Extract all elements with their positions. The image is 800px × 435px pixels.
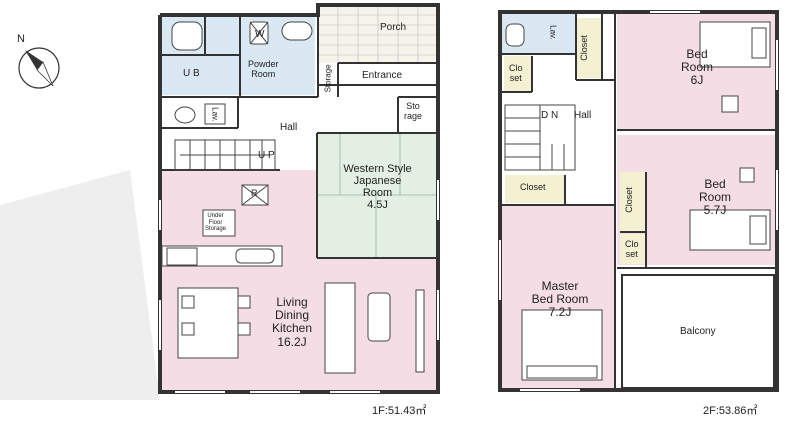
floor2-inner-walls	[502, 14, 777, 390]
floor2-plan	[498, 10, 779, 392]
up-label: U P	[258, 150, 275, 161]
floor2-windows	[499, 11, 778, 391]
closet-small-2-fill	[620, 234, 646, 264]
floor1-stairs	[174, 139, 276, 171]
closet-small-1-fill	[504, 56, 532, 92]
storage-vertical-label: Storage	[323, 64, 333, 93]
kitchen-floor	[162, 170, 317, 258]
ldk-label: Living Dining Kitchen 16.2J	[271, 295, 313, 349]
floor1-plan	[158, 3, 440, 394]
closet-top-label: Closet	[578, 35, 589, 61]
dn-label: D N	[541, 110, 559, 121]
porch-label: Porch	[380, 22, 407, 33]
closet-mid-fill	[505, 175, 565, 203]
tatami-grid	[317, 133, 436, 258]
balcony-label: Balcony	[680, 326, 716, 337]
compass-label: N	[17, 33, 25, 45]
floor1-hall-label: Hall	[280, 122, 298, 133]
closet-small-2-label: Clo set	[625, 239, 639, 259]
storage-label: Sto rage	[404, 101, 423, 121]
closet-vertical-fill	[620, 172, 646, 232]
floor2-furniture	[505, 21, 771, 381]
powder-room-label: Powder Room	[248, 59, 279, 79]
closet-top-fill	[576, 18, 602, 78]
underfloor-storage-label: Under Floor Storage	[205, 213, 227, 233]
master-bed-room-label: Master Bed Room 7.2J	[531, 279, 589, 320]
floor2-area-label: 2F:53.86㎡	[703, 405, 758, 417]
floor1-area-label: 1F:51.43㎡	[372, 405, 427, 417]
porch-tiles	[318, 5, 438, 63]
refrigerator-label: R	[251, 188, 258, 198]
bed-room-1-label: Bed Room 6J	[680, 47, 713, 88]
floor1-inner-walls	[160, 15, 438, 259]
japanese-room-floor	[317, 133, 436, 258]
closet-vertical-label: Closet	[623, 187, 634, 213]
floor2-stairs	[504, 104, 576, 171]
bed-room-2-label: Bed Room 5.7J	[698, 177, 731, 218]
closet-mid-label: Closet	[520, 182, 546, 192]
floor1-windows	[159, 180, 439, 393]
japanese-room-label: Western Style Japanese Room 4.5J	[343, 163, 412, 212]
floor2-hall-label: Hall	[574, 110, 592, 121]
ub-label: U B	[183, 68, 200, 79]
floor1-lav-label: Lav.	[210, 107, 220, 122]
closet-small-1-label: Clo set	[509, 63, 523, 83]
balcony-area	[621, 274, 775, 389]
dining-chairs	[181, 295, 251, 336]
wc-label: W	[255, 29, 265, 40]
floor2-lav-label: Lav.	[548, 25, 558, 40]
entrance-label: Entrance	[362, 70, 403, 81]
background-shadow	[0, 170, 160, 400]
compass-icon	[18, 47, 60, 89]
